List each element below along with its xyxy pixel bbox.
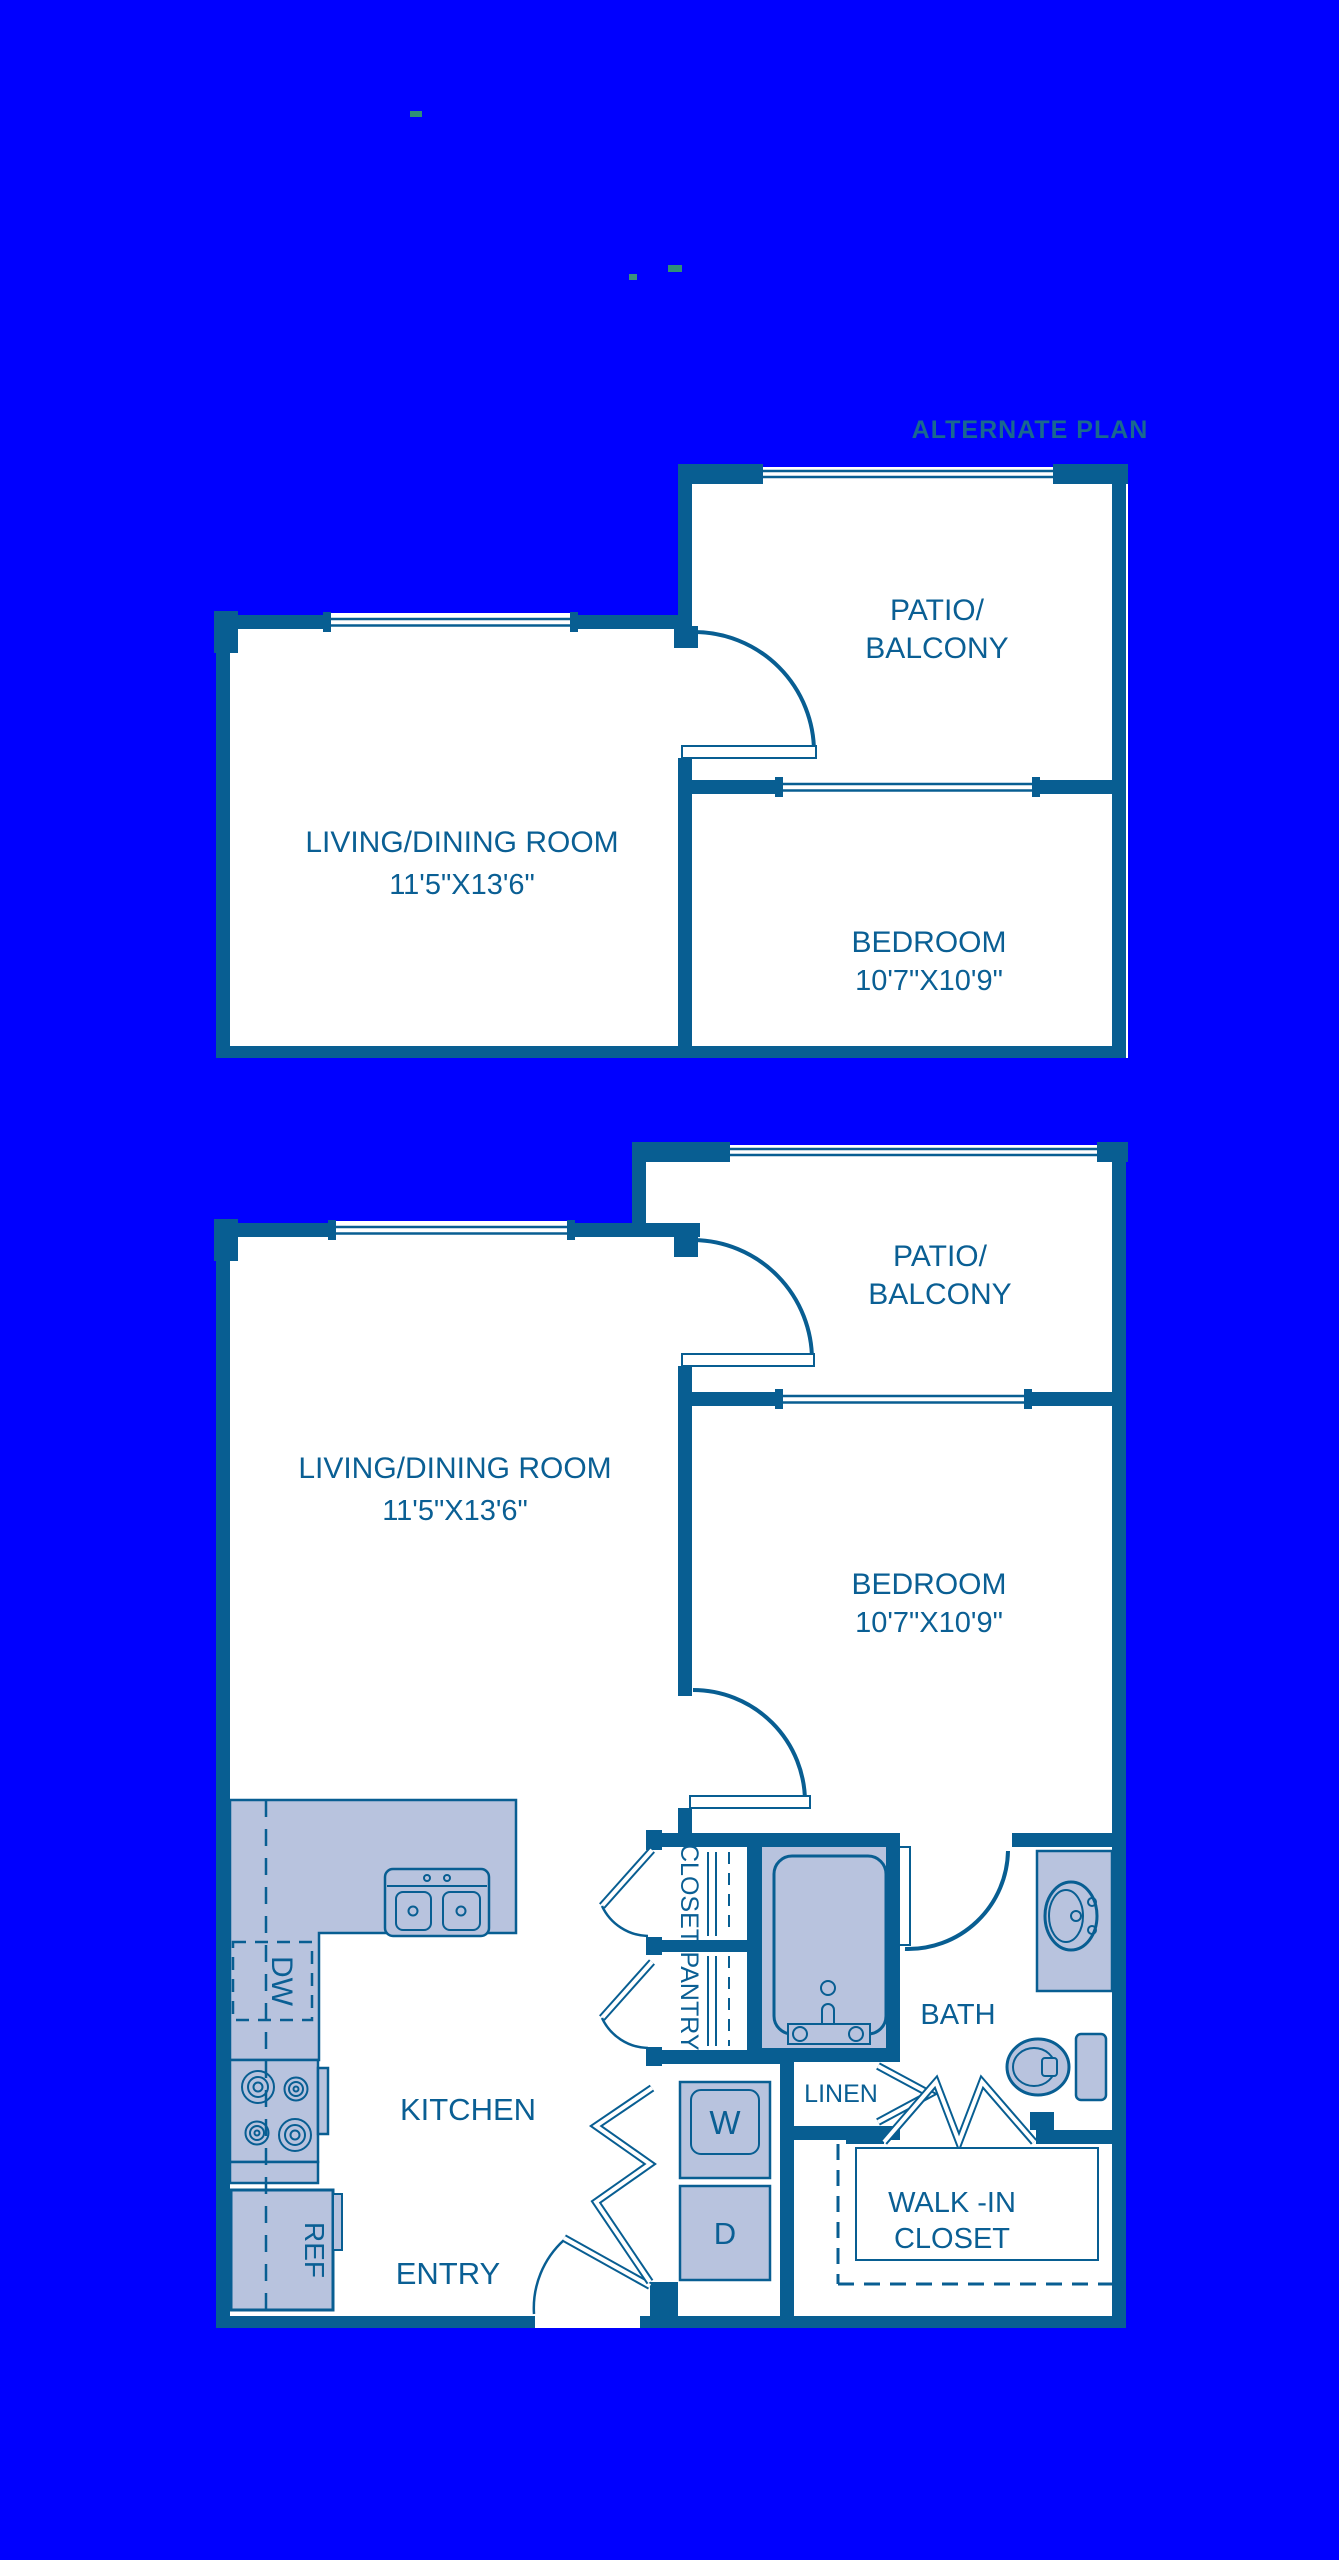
main-living-label: LIVING/DINING ROOM: [298, 1452, 611, 1485]
entry-label: ENTRY: [396, 2256, 501, 2291]
bath-door: [898, 1846, 1010, 1952]
kitchen-sink-icon: [383, 1867, 491, 1938]
bedroom-door: [689, 1688, 811, 1809]
vanity-sink-icon: [1035, 1849, 1114, 1993]
dishwasher-icon: [231, 1940, 314, 2022]
refrigerator-label: REF: [299, 2222, 330, 2278]
alt-bedroom-label: BEDROOM: [851, 926, 1006, 959]
closet-label: CLOSET: [675, 1844, 703, 1944]
alt-bedroom-dims: 10'7"X10'9": [855, 965, 1003, 997]
alt-living-dims: 11'5"X13'6": [389, 869, 535, 901]
main-patio-label-line2: BALCONY: [868, 1278, 1011, 1311]
alt-living-label: LIVING/DINING ROOM: [305, 826, 618, 859]
main-bedroom-label: BEDROOM: [851, 1568, 1006, 1601]
alternate-floor-plan: PATIO/ BALCONY LIVING/DINING ROOM 11'5"X…: [214, 464, 1128, 1058]
washer-icon: [678, 2080, 772, 2180]
pantry-label: PANTRY: [675, 1951, 703, 2050]
walk-in-label-line2: CLOSET: [894, 2223, 1010, 2255]
kitchen-label: KITCHEN: [400, 2092, 536, 2127]
dishwasher-label: DW: [265, 1956, 298, 2007]
alt-walls: [214, 464, 1128, 1058]
alternate-plan-title: ALTERNATE PLAN: [912, 416, 1149, 444]
toilet-icon: [1005, 2032, 1108, 2102]
dryer-label: D: [714, 2216, 736, 2251]
bathtub-icon: [762, 1847, 888, 2048]
closet-pantry-details: [599, 1847, 730, 2050]
hall-bifold-doors: [588, 2084, 657, 2285]
main-living-dims: 11'5"X13'6": [382, 1495, 528, 1527]
refrigerator-icon: [229, 2188, 343, 2312]
alt-right-wing-floor: [678, 467, 1128, 1058]
walk-in-label-line1: WALK -IN: [888, 2187, 1016, 2219]
alt-patio-door: [681, 630, 817, 759]
entry-door: [532, 2234, 652, 2315]
dryer-icon: [678, 2184, 772, 2282]
alt-living-room-floor: [218, 615, 692, 1058]
main-patio-door: [681, 1238, 815, 1367]
main-bedroom-dims: 10'7"X10'9": [855, 1607, 1003, 1639]
alt-patio-label-line2: BALCONY: [865, 632, 1008, 665]
alt-patio-label-line1: PATIO/: [890, 594, 985, 627]
main-walls: [214, 1142, 1128, 2328]
main-floor-plan: PATIO/ BALCONY LIVING/DINING ROOM 11'5"X…: [214, 1142, 1128, 2328]
bath-label: BATH: [920, 1999, 995, 2031]
main-patio-label-line1: PATIO/: [893, 1240, 988, 1273]
stove-icon: [228, 2058, 330, 2185]
walk-in-closet-details: [836, 2074, 1112, 2286]
artifact-specks: [410, 111, 682, 280]
washer-label: W: [709, 2104, 741, 2141]
linen-label: LINEN: [804, 2080, 878, 2108]
